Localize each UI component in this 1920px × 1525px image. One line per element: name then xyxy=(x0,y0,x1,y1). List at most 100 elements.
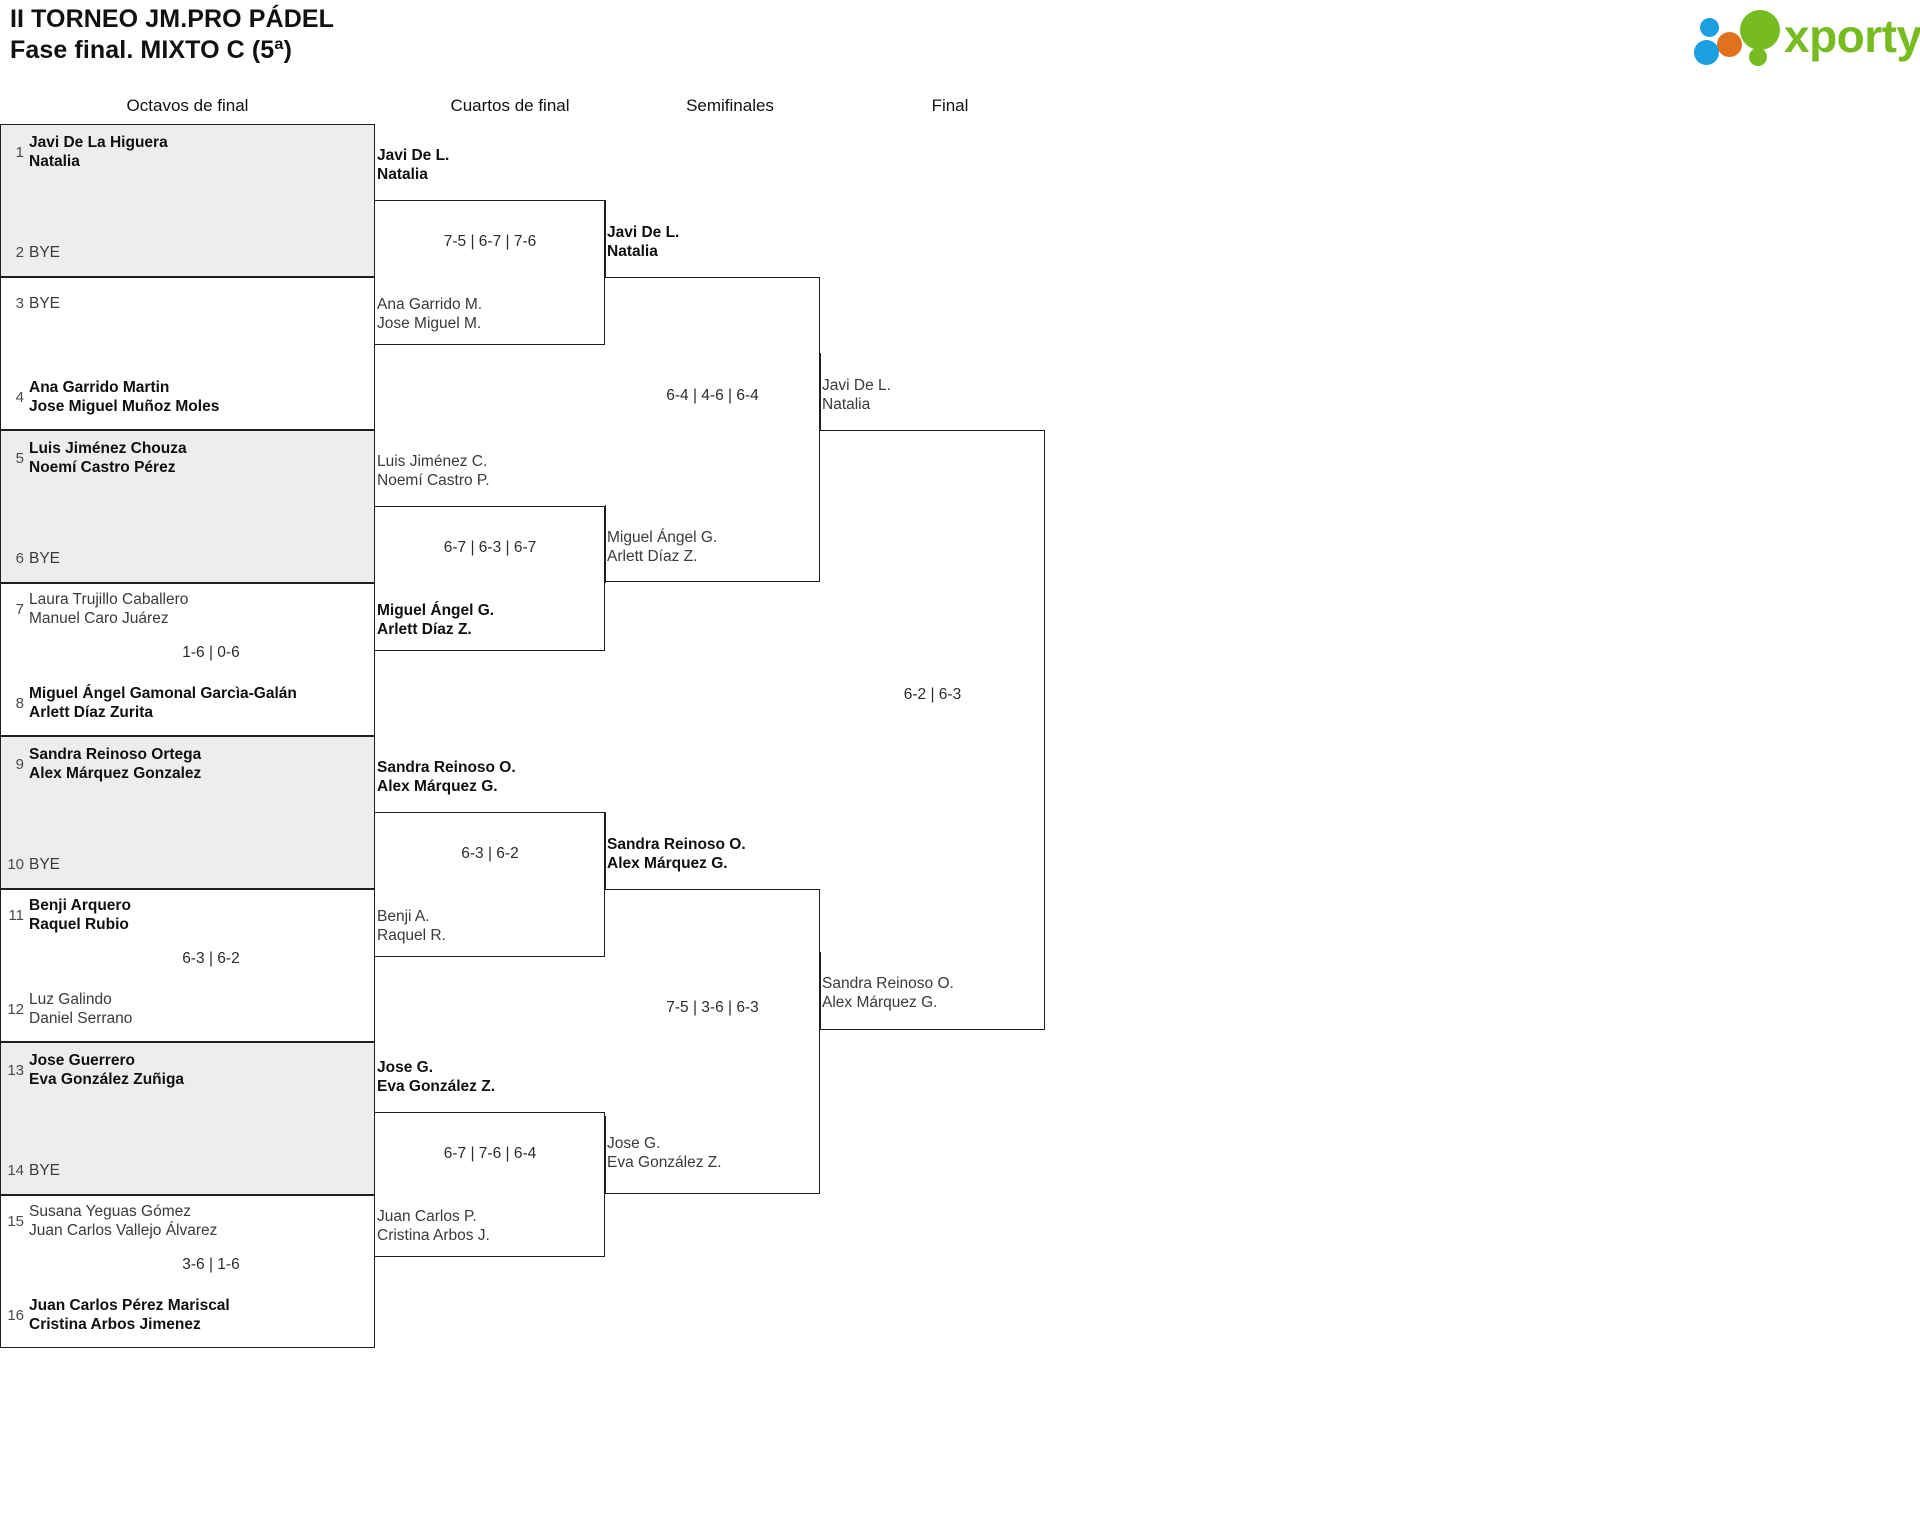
tournament-title-block: II TORNEO JM.PRO PÁDEL Fase final. MIXTO… xyxy=(10,4,334,66)
entrant-names: Ana Garrido Martin Jose Miguel Muñoz Mol… xyxy=(29,379,220,415)
r1-entrant-15[interactable]: 15 Susana Yeguas Gómez Juan Carlos Valle… xyxy=(1,1200,374,1242)
logo-wordmark: xporty xyxy=(1784,10,1920,62)
logo-dot-blue-bottom-icon xyxy=(1694,40,1719,65)
r2-score-2: 6-7 | 6-3 | 6-7 xyxy=(443,539,537,556)
seed-number: 5 xyxy=(15,449,24,467)
entrant-names: Jose Guerrero Eva González Zuñiga xyxy=(29,1052,185,1088)
entrant-names: Susana Yeguas Gómez Juan Carlos Vallejo … xyxy=(29,1203,218,1239)
seed-number: 6 xyxy=(15,549,24,567)
entrant-names: Juan Carlos Pérez Mariscal Cristina Arbo… xyxy=(29,1297,230,1333)
r1-entrant-2[interactable]: 2 BYE xyxy=(1,231,374,273)
r2-score-4: 6-7 | 7-6 | 6-4 xyxy=(443,1145,537,1162)
r1-score-8: 3-6 | 1-6 xyxy=(182,1256,240,1273)
round-header-semifinal: Semifinales xyxy=(686,96,774,115)
seed-number: 14 xyxy=(7,1161,24,1179)
r1-block-7[interactable]: 13 Jose Guerrero Eva González Zuñiga 14 … xyxy=(0,1042,375,1195)
r2-match-box-3[interactable] xyxy=(375,812,605,957)
r1-entrant-10[interactable]: 10 BYE xyxy=(1,843,374,885)
r2-entrant-top-3[interactable]: Sandra Reinoso O. Alex Márquez G. xyxy=(377,759,516,795)
connector-sf2-top xyxy=(605,812,606,890)
seed-number: 9 xyxy=(15,755,24,773)
r4-entrant-bottom-1[interactable]: Sandra Reinoso O. Alex Márquez G. xyxy=(822,975,954,1011)
seed-number: 16 xyxy=(7,1306,24,1324)
logo-dot-green-large-icon xyxy=(1740,10,1780,50)
xporty-logo[interactable]: xporty xyxy=(1688,6,1920,66)
r4-entrant-top-1[interactable]: Javi De L. Natalia xyxy=(822,377,891,413)
r3-match-box-1[interactable] xyxy=(605,277,820,582)
r2-match-box-2[interactable] xyxy=(375,506,605,651)
r1-entrant-12[interactable]: 12 Luz Galindo Daniel Serrano xyxy=(1,988,374,1030)
entrant-names: Laura Trujillo Caballero Manuel Caro Juá… xyxy=(29,591,189,627)
r2-match-box-4[interactable] xyxy=(375,1112,605,1257)
r1-block-6[interactable]: 11 Benji Arquero Raquel Rubio 6-3 | 6-2 … xyxy=(0,889,375,1042)
seed-number: 4 xyxy=(15,388,24,406)
r3-entrant-bottom-1[interactable]: Miguel Ángel G. Arlett Díaz Z. xyxy=(607,529,718,565)
r2-match-box-1[interactable] xyxy=(375,200,605,345)
round-header-final: Final xyxy=(931,96,969,115)
r1-block-5[interactable]: 9 Sandra Reinoso Ortega Alex Márquez Gon… xyxy=(0,736,375,889)
r3-match-box-2[interactable] xyxy=(605,889,820,1194)
r2-entrant-bottom-1[interactable]: Ana Garrido M. Jose Miguel M. xyxy=(377,296,483,332)
entrant-names: BYE xyxy=(29,855,61,873)
seed-number: 13 xyxy=(7,1061,24,1079)
round-header-octavos: Octavos de final xyxy=(126,96,249,115)
r1-block-3[interactable]: 5 Luis Jiménez Chouza Noemí Castro Pérez… xyxy=(0,430,375,583)
r2-score-3: 6-3 | 6-2 xyxy=(461,845,519,862)
r1-entrant-7[interactable]: 7 Laura Trujillo Caballero Manuel Caro J… xyxy=(1,588,374,630)
seed-number: 12 xyxy=(7,1000,24,1018)
r1-entrant-13[interactable]: 13 Jose Guerrero Eva González Zuñiga xyxy=(1,1049,374,1091)
entrant-names: Miguel Ángel Gamonal Garcìa-Galán Arlett… xyxy=(29,685,297,721)
connector-sf1-top xyxy=(605,200,606,278)
round-header-cuartos: Cuartos de final xyxy=(450,96,570,115)
r1-entrant-8[interactable]: 8 Miguel Ángel Gamonal Garcìa-Galán Arle… xyxy=(1,682,374,724)
r2-entrant-top-1[interactable]: Javi De L. Natalia xyxy=(377,147,450,183)
seed-number: 1 xyxy=(15,143,24,161)
r1-block-2[interactable]: 3 BYE 4 Ana Garrido Martin Jose Miguel M… xyxy=(0,277,375,430)
r3-entrant-bottom-2[interactable]: Jose G. Eva González Z. xyxy=(607,1135,722,1171)
r1-entrant-4[interactable]: 4 Ana Garrido Martin Jose Miguel Muñoz M… xyxy=(1,376,374,418)
connector-sf1-bottom xyxy=(605,505,606,583)
connector-sf2-bottom xyxy=(605,1116,606,1194)
entrant-names: Javi De La Higuera Natalia xyxy=(29,134,168,170)
r1-entrant-3[interactable]: 3 BYE xyxy=(1,282,374,324)
r1-entrant-1[interactable]: 1 Javi De La Higuera Natalia xyxy=(1,131,374,173)
r3-entrant-top-1[interactable]: Javi De L. Natalia xyxy=(607,224,680,260)
r2-entrant-bottom-2[interactable]: Miguel Ángel G. Arlett Díaz Z. xyxy=(377,602,495,638)
entrant-names: Sandra Reinoso Ortega Alex Márquez Gonza… xyxy=(29,746,202,782)
r2-entrant-bottom-4[interactable]: Juan Carlos P. Cristina Arbos J. xyxy=(377,1208,490,1244)
r1-block-1[interactable]: 1 Javi De La Higuera Natalia 2 BYE xyxy=(0,124,375,277)
r1-block-4[interactable]: 7 Laura Trujillo Caballero Manuel Caro J… xyxy=(0,583,375,736)
seed-number: 10 xyxy=(7,855,24,873)
entrant-names: BYE xyxy=(29,549,61,567)
tournament-name: II TORNEO JM.PRO PÁDEL xyxy=(10,5,335,33)
seed-number: 8 xyxy=(15,694,24,712)
logo-dot-blue-top-icon xyxy=(1700,18,1719,37)
r1-entrant-6[interactable]: 6 BYE xyxy=(1,537,374,579)
r2-entrant-top-2[interactable]: Luis Jiménez C. Noemí Castro P. xyxy=(377,453,490,489)
seed-number: 15 xyxy=(7,1212,24,1230)
r1-entrant-5[interactable]: 5 Luis Jiménez Chouza Noemí Castro Pérez xyxy=(1,437,374,479)
entrant-names: BYE xyxy=(29,1161,61,1179)
r4-match-box-1[interactable] xyxy=(820,430,1045,1030)
r2-entrant-top-4[interactable]: Jose G. Eva González Z. xyxy=(377,1059,496,1095)
r2-entrant-bottom-3[interactable]: Benji A. Raquel R. xyxy=(377,908,446,944)
seed-number: 7 xyxy=(15,600,24,618)
r1-entrant-9[interactable]: 9 Sandra Reinoso Ortega Alex Márquez Gon… xyxy=(1,743,374,785)
r1-entrant-14[interactable]: 14 BYE xyxy=(1,1149,374,1191)
r1-block-8[interactable]: 15 Susana Yeguas Gómez Juan Carlos Valle… xyxy=(0,1195,375,1348)
r1-entrant-11[interactable]: 11 Benji Arquero Raquel Rubio xyxy=(1,894,374,936)
r1-score-4: 1-6 | 0-6 xyxy=(182,644,240,661)
entrant-names: BYE xyxy=(29,243,61,261)
r3-score-2: 7-5 | 3-6 | 6-3 xyxy=(666,999,759,1016)
r3-entrant-top-2[interactable]: Sandra Reinoso O. Alex Márquez G. xyxy=(607,836,746,872)
seed-number: 2 xyxy=(15,243,24,261)
logo-dot-orange-icon xyxy=(1717,32,1742,57)
logo-dot-green-small-icon xyxy=(1749,48,1767,66)
r2-score-1: 7-5 | 6-7 | 7-6 xyxy=(443,233,537,250)
r1-score-6: 6-3 | 6-2 xyxy=(182,950,240,967)
r4-score-1: 6-2 | 6-3 xyxy=(903,686,962,703)
r1-entrant-16[interactable]: 16 Juan Carlos Pérez Mariscal Cristina A… xyxy=(1,1294,374,1336)
connector-final-top xyxy=(820,353,821,431)
connector-final-bottom xyxy=(820,952,821,1030)
